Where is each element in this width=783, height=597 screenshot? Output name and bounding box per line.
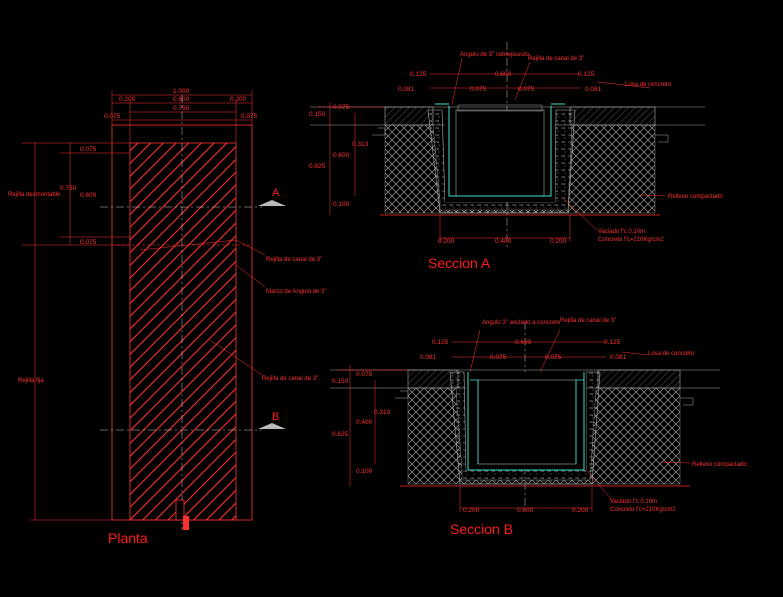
- label-rejilla-desmontable: Rejilla desmontable: [8, 192, 61, 198]
- seccion-a-dim-0: 0.125: [410, 71, 427, 78]
- label-rejilla-canal-2: Rejilla de canal de 3": [262, 376, 318, 382]
- planta-dim-side-mid: 0.600: [80, 192, 97, 199]
- seccion-b-label-relleno: Relleno compactado: [692, 462, 747, 468]
- planta-dim-side-bot: 0.075: [80, 239, 97, 246]
- seccion-a-dim-8: 0.150: [309, 111, 326, 118]
- seccion-a-dim-6: 0.081: [585, 86, 602, 93]
- seccion-b-label-concreto: Concreto f'c=210Kg/cm2: [610, 507, 676, 513]
- seccion-b-channel: [467, 372, 585, 471]
- seccion-a-view: 0.125 0.600 0.125 0.081 0.075 0.075 0.08…: [309, 42, 723, 271]
- seccion-b-dim-11: 0.625: [332, 431, 349, 438]
- seccion-b-dim-1: 0.600: [515, 339, 532, 346]
- seccion-b-dim-13: 0.200: [463, 507, 480, 514]
- planta-dim-center: 0.600: [173, 96, 190, 103]
- seccion-b-slab-right: [597, 369, 681, 389]
- seccion-b-label-angulo: Angulo 3" anclado a concreto: [482, 320, 561, 326]
- seccion-a-slab-left: [384, 106, 434, 126]
- seccion-b-label-vaciado: Vaciado f'c 0.10m: [610, 499, 657, 505]
- label-marco-angulo: Marco de Angulo de 3": [266, 289, 327, 295]
- planta-dim-left: 0.200: [119, 96, 136, 103]
- seccion-a-dim-4: 0.075: [470, 86, 487, 93]
- seccion-a-label-losa: Losa de concreto: [625, 82, 672, 88]
- seccion-a-dim-1: 0.600: [495, 71, 512, 78]
- seccion-a-label-concreto: Concreto f'c=210Kg/cm2: [598, 237, 664, 243]
- seccion-b-label-losa: Losa de concreto: [648, 351, 695, 357]
- seccion-b-dim-0: 0.125: [432, 339, 449, 346]
- planta-dim-right: 0.200: [230, 96, 247, 103]
- seccion-b-dim-10: 0.400: [356, 419, 373, 426]
- seccion-b-dim-2: 0.125: [604, 339, 621, 346]
- planta-title: Planta: [108, 530, 148, 546]
- planta-dim-inner: 0.750: [173, 105, 190, 112]
- planta-dim-edge-left: 0.075: [104, 113, 121, 120]
- seccion-a-label-relleno: Relleno compactado: [668, 194, 723, 200]
- planta-handle: [175, 499, 185, 521]
- seccion-b-dim-5: 0.075: [545, 354, 562, 361]
- seccion-b-dim-7: 0.075: [356, 371, 373, 378]
- seccion-a-dim-12: 0.100: [333, 201, 350, 208]
- seccion-b-dim-6: 0.081: [610, 354, 627, 361]
- marker-b-label: B: [272, 411, 279, 423]
- seccion-a-dim-7: 0.075: [333, 104, 350, 111]
- seccion-a-dim-5: 0.075: [518, 86, 535, 93]
- seccion-b-label-rejilla: Rejilla de canal de 3": [560, 318, 616, 324]
- seccion-b-dim-15: 0.200: [572, 507, 589, 514]
- seccion-b-dim-12: 0.100: [356, 468, 373, 475]
- seccion-a-channel: [448, 106, 552, 197]
- seccion-a-dim-13: 0.200: [438, 238, 455, 245]
- seccion-b-dim-4: 0.075: [490, 354, 507, 361]
- planta-view: 1.000 0.200 0.600 0.200 0.750 0.075 0.07…: [8, 88, 327, 546]
- planta-dim-total: 1.000: [173, 88, 190, 95]
- planta-dim-edge-right: 0.075: [241, 113, 258, 120]
- seccion-a-dim-2: 0.125: [578, 71, 595, 78]
- seccion-a-dim-14: 0.400: [495, 238, 512, 245]
- seccion-a-label-vaciado: Vaciado f'c 0.10m: [598, 229, 645, 235]
- planta-dim-side-total: 0.750: [60, 185, 77, 192]
- marker-a-label: A: [272, 187, 280, 199]
- seccion-a-concrete: [427, 109, 576, 214]
- seccion-b-dim-9: 0.313: [374, 409, 391, 416]
- label-rejilla-canal-1: Rejilla de canal de 3": [266, 257, 322, 263]
- seccion-b-dim-8: 0.150: [332, 378, 349, 385]
- seccion-a-dim-11: 0.825: [309, 163, 326, 170]
- planta-dim-side-top: 0.075: [80, 146, 97, 153]
- seccion-b-view: 0.125 0.600 0.125 0.081 0.075 0.075 0.08…: [330, 318, 747, 537]
- seccion-b-title: Seccion B: [450, 521, 513, 537]
- seccion-a-label-rejilla: Rejilla de canal de 3": [528, 56, 584, 62]
- seccion-a-dim-10: 0.600: [333, 152, 350, 159]
- seccion-a-slab-right: [569, 106, 656, 126]
- label-rejilla-fija: Rejilla fija: [18, 378, 44, 384]
- seccion-a-title: Seccion A: [428, 255, 491, 271]
- seccion-b-dim-3: 0.081: [420, 354, 437, 361]
- seccion-a-dim-15: 0.200: [550, 238, 567, 245]
- section-marker-b-icon: [258, 423, 286, 429]
- planta-handle-tab: [183, 516, 189, 530]
- seccion-a-dim-9: 0.313: [352, 141, 369, 148]
- seccion-a-label-angulo: Angulo de 3" sobrepuesto: [460, 52, 530, 58]
- planta-grating: [129, 142, 237, 521]
- section-marker-a-icon: [258, 200, 286, 206]
- seccion-b-dim-14: 0.600: [517, 507, 534, 514]
- seccion-a-dim-3: 0.081: [398, 86, 415, 93]
